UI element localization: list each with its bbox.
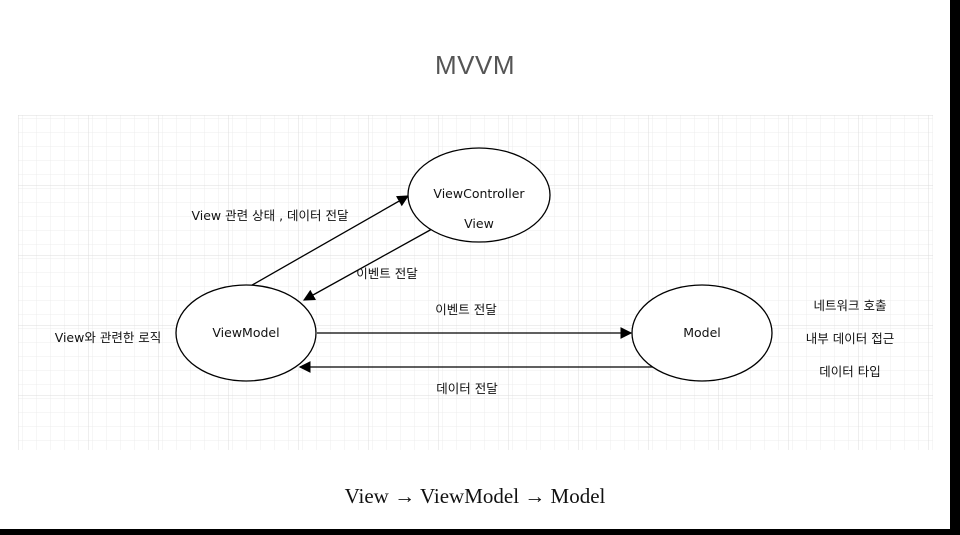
viewmodel-note: View와 관련한 로직 bbox=[55, 330, 162, 345]
arrow-viewmodel-to-viewcontroller bbox=[246, 195, 410, 289]
node-viewcontroller-sublabel: View bbox=[464, 216, 494, 231]
model-note-2: 내부 데이터 접근 bbox=[806, 331, 894, 346]
node-viewcontroller-label: ViewController bbox=[433, 186, 525, 201]
edge-label-vc-to-vm: 이벤트 전달 bbox=[356, 266, 418, 281]
edge-label-model-to-vm: 데이터 전달 bbox=[436, 381, 498, 396]
mvvm-diagram: ViewController View ViewModel Model View… bbox=[18, 115, 933, 450]
node-model-label: Model bbox=[683, 325, 721, 340]
node-viewcontroller: ViewController View bbox=[407, 147, 551, 243]
window-edge-bottom bbox=[0, 529, 960, 535]
edge-label-vm-to-model: 이벤트 전달 bbox=[435, 302, 497, 317]
diagram-title: MVVM bbox=[435, 50, 515, 80]
node-viewmodel: ViewModel bbox=[175, 284, 317, 382]
node-viewmodel-label: ViewModel bbox=[212, 325, 279, 340]
model-note-1: 네트워크 호출 bbox=[814, 298, 887, 313]
flow-caption: View → ViewModel → Model bbox=[344, 484, 606, 508]
arrow-viewcontroller-to-viewmodel bbox=[302, 228, 433, 301]
node-model: Model bbox=[631, 284, 773, 382]
window-edge-right bbox=[950, 0, 960, 535]
edge-label-vm-to-vc: View 관련 상태 , 데이터 전달 bbox=[191, 208, 349, 223]
model-note-3: 데이터 타입 bbox=[819, 364, 880, 379]
